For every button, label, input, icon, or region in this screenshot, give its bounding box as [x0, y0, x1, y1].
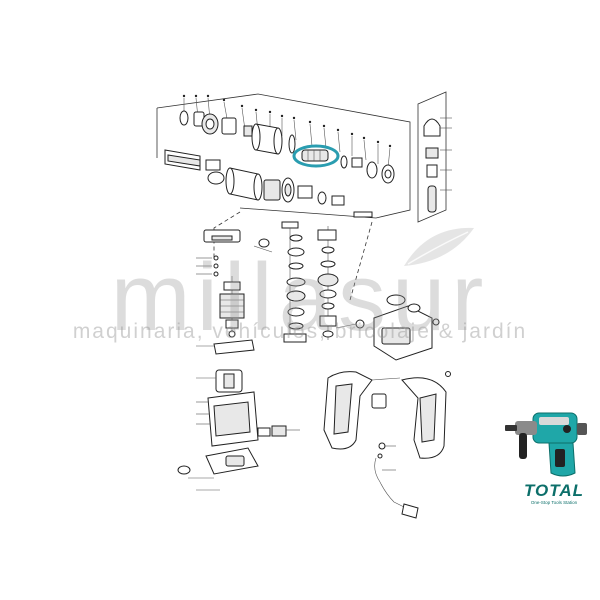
callout-leaders-top — [183, 97, 391, 169]
accessory-panel — [417, 91, 452, 223]
motor-assembly-group — [177, 229, 300, 491]
highlighted-part[interactable] — [292, 144, 340, 168]
front-assembly-group — [156, 93, 411, 219]
watermark-brand: millasur — [110, 244, 490, 351]
callout-markers — [182, 94, 392, 148]
mechanism-group — [281, 221, 440, 361]
rotary-hammer-image — [505, 412, 587, 477]
logo-text: TOTAL — [523, 481, 585, 500]
brand-logo: TOTAL One-Stop Tools Station — [514, 482, 594, 506]
watermark-tagline: maquinaria, vehículos, bricolaje & jardí… — [72, 320, 528, 343]
logo-subtitle: One-Stop Tools Station — [530, 500, 578, 505]
handle-group — [323, 371, 451, 519]
leaf-icon — [404, 227, 474, 266]
